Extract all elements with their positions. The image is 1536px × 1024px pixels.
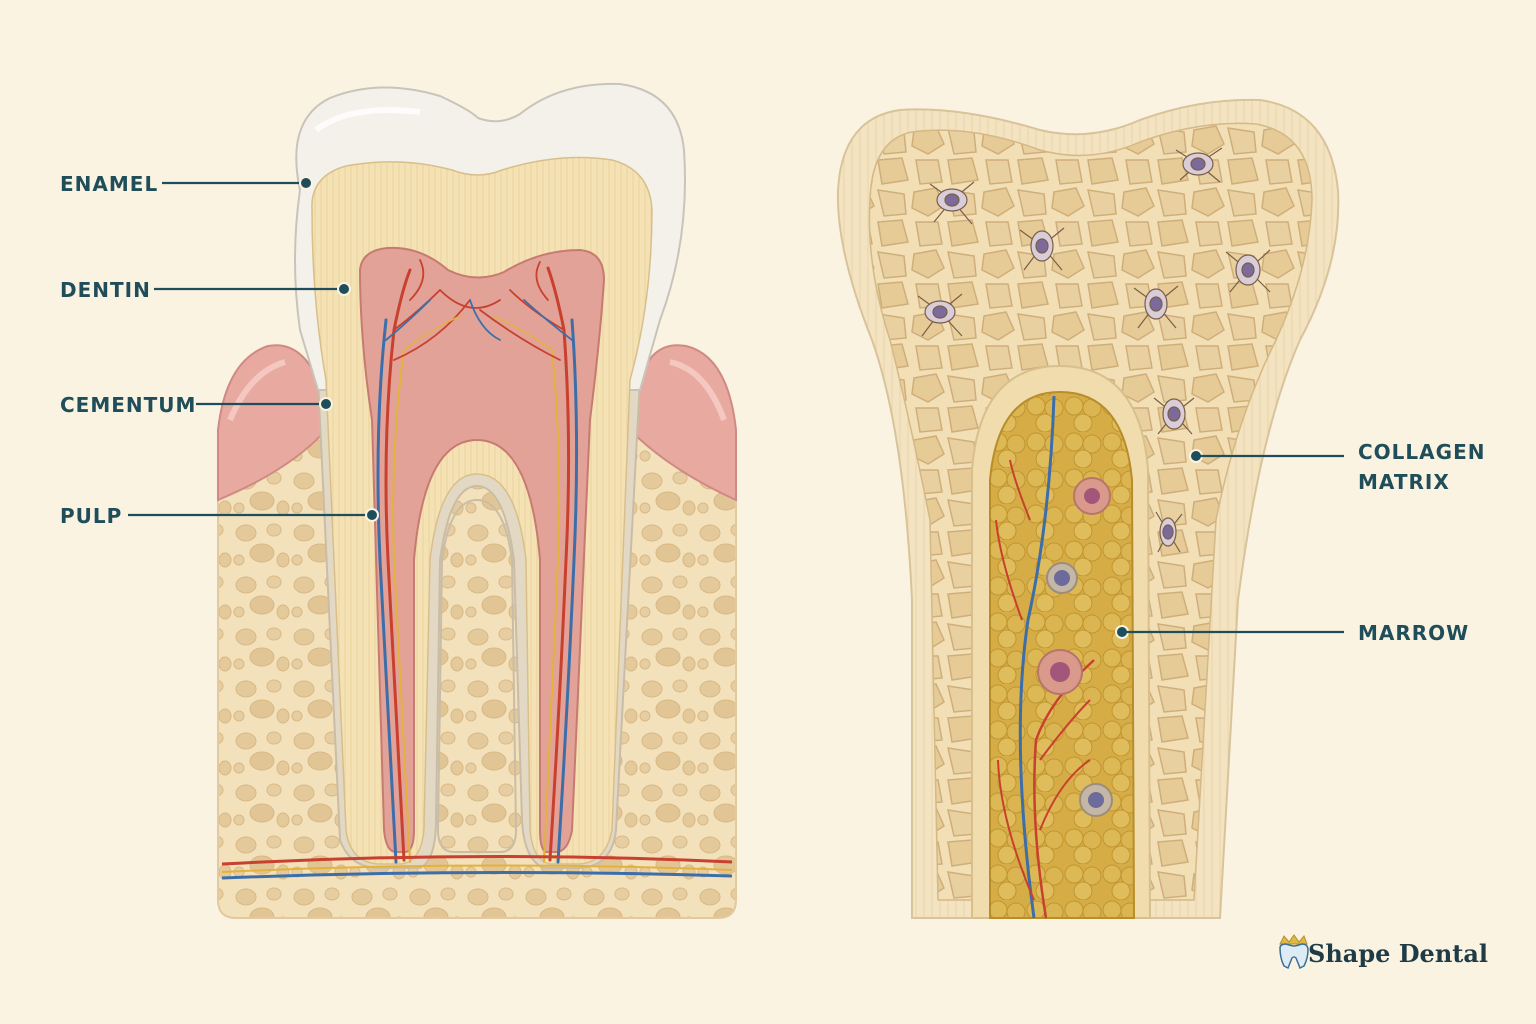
label-cementum: CEMENTUM (60, 393, 196, 417)
tooth-crown-icon (1279, 934, 1309, 970)
pulp-vessels (376, 259, 579, 864)
label-pulp: PULP (60, 504, 122, 528)
label-collagen-line1: COLLAGEN (1358, 440, 1485, 464)
brand-name: Shape Dental (1308, 939, 1488, 968)
label-dentin: DENTIN (60, 278, 151, 302)
marrow-vessels (995, 395, 1095, 919)
pulp (358, 246, 606, 853)
brand-logo: Shape Dental (1279, 934, 1488, 970)
gum-left (217, 344, 328, 502)
base-vessels (221, 854, 733, 880)
marker-pulp (365, 508, 379, 522)
osteocytes (917, 147, 1271, 553)
tooth-illustration (217, 82, 737, 919)
gum-right (628, 344, 737, 502)
tooth-labels: ENAMEL DENTIN CEMENTUM PULP (60, 172, 379, 528)
marrow-cells (1037, 477, 1113, 817)
marker-cementum (319, 397, 333, 411)
marker-enamel (299, 176, 313, 190)
bone-illustration (836, 98, 1340, 919)
bone-labels: COLLAGEN MATRIX MARROW (1115, 440, 1485, 645)
label-enamel: ENAMEL (60, 172, 158, 196)
marker-dentin (337, 282, 351, 296)
label-marrow: MARROW (1358, 621, 1469, 645)
label-collagen-line2: MATRIX (1358, 470, 1450, 494)
